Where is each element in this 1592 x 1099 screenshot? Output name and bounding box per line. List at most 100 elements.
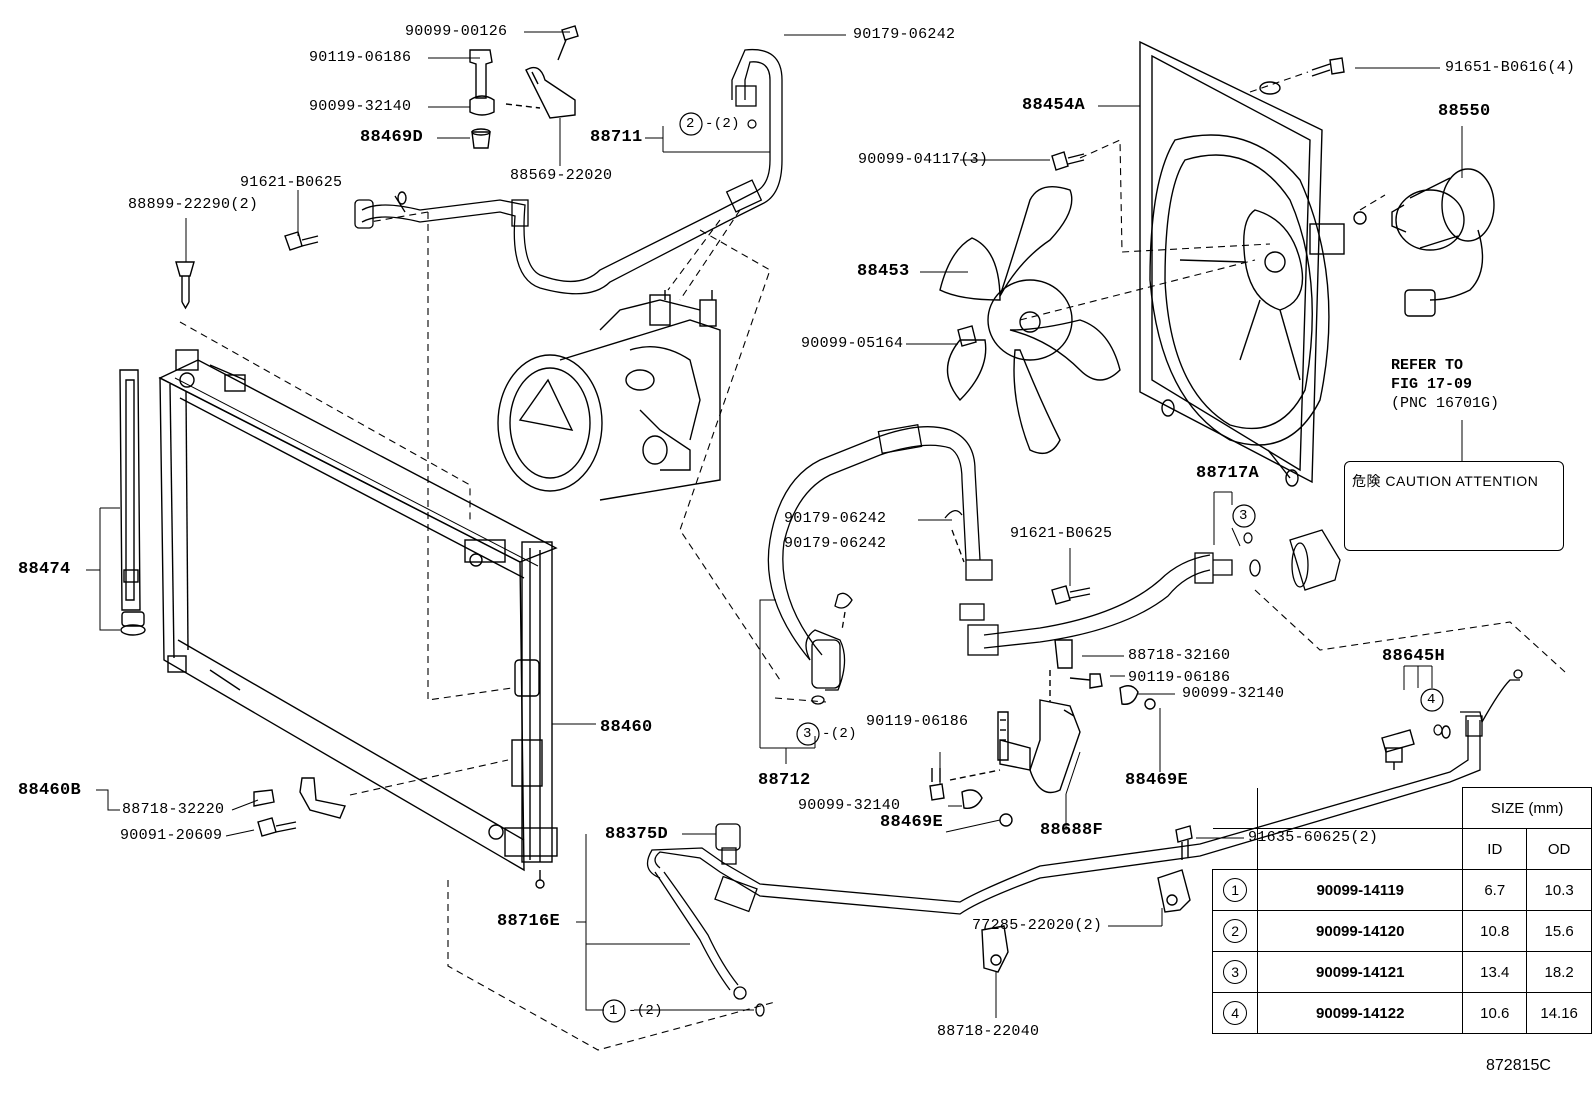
label-88718-32220: 88718-32220 bbox=[122, 801, 225, 818]
callout-circle-3b bbox=[796, 722, 820, 746]
table-row: 3 90099-14121 13.4 18.2 bbox=[1211, 951, 1592, 993]
diagram-code: 872815C bbox=[1486, 1057, 1551, 1074]
col-od-header: OD bbox=[1526, 828, 1592, 870]
table-row: 1 90099-14119 6.7 10.3 bbox=[1211, 869, 1592, 911]
side-seal-drawing bbox=[119, 369, 146, 636]
label-90099-32140-mid: 90099-32140 bbox=[1182, 685, 1285, 702]
label-88460: 88460 bbox=[600, 718, 653, 737]
label-90099-00126: 90099-00126 bbox=[405, 23, 508, 40]
shroud-bolts bbox=[1051, 57, 1345, 171]
label-90179-06242-a: 90179-06242 bbox=[784, 510, 887, 527]
label-88550: 88550 bbox=[1438, 102, 1491, 121]
row-od: 15.6 bbox=[1526, 910, 1592, 952]
fan-dashed-lines bbox=[1019, 71, 1386, 321]
callout-88645H: 4 bbox=[1427, 692, 1436, 708]
row-part-number: 90099-14121 bbox=[1257, 951, 1464, 993]
label-88645H: 88645H bbox=[1382, 647, 1446, 666]
label-88474: 88474 bbox=[18, 560, 71, 579]
label-88469E-b: 88469E bbox=[880, 813, 944, 832]
fan-motor-drawing bbox=[1391, 168, 1495, 317]
bracket-88460B bbox=[253, 777, 346, 837]
label-88718-22040: 88718-22040 bbox=[937, 1023, 1040, 1040]
label-88712: 88712 bbox=[758, 771, 811, 790]
label-88688F: 88688F bbox=[1040, 821, 1104, 840]
fan-blade-drawing bbox=[939, 186, 1121, 454]
label-88569-22020: 88569-22020 bbox=[510, 167, 613, 184]
pressure-switch-88645H bbox=[1381, 725, 1451, 770]
row-part-number: 90099-14122 bbox=[1257, 992, 1464, 1034]
refer-note-line1: REFER TO bbox=[1391, 357, 1464, 374]
label-90099-32140-top: 90099-32140 bbox=[309, 98, 412, 115]
row-id: 10.6 bbox=[1462, 992, 1528, 1034]
oring-size-table: SIZE (mm) ID OD 1 90099-14119 6.7 10.3 2… bbox=[1211, 787, 1592, 1034]
row-od: 10.3 bbox=[1526, 869, 1592, 911]
label-90119-06186-top: 90119-06186 bbox=[309, 49, 412, 66]
callout-circle-4 bbox=[1420, 688, 1444, 712]
table-header-row: SIZE (mm) bbox=[1212, 787, 1592, 829]
label-88716E: 88716E bbox=[497, 912, 561, 931]
callout-circle-2 bbox=[679, 112, 703, 136]
label-88718-32160: 88718-32160 bbox=[1128, 647, 1231, 664]
dashed-outline-condenser bbox=[179, 211, 776, 1051]
qty-88711: -(2) bbox=[705, 116, 740, 132]
label-90119-06186-mid: 90119-06186 bbox=[1128, 669, 1231, 686]
pipe-88717A bbox=[967, 529, 1341, 656]
caution-label-text: 危険 CAUTION ATTENTION bbox=[1352, 473, 1539, 489]
refer-note-line2: FIG 17-09 bbox=[1391, 376, 1473, 393]
bolt-88899 bbox=[175, 261, 195, 310]
label-88453: 88453 bbox=[857, 262, 910, 281]
callout-circle-3a bbox=[1232, 504, 1256, 528]
row-mark: 3 bbox=[1223, 960, 1248, 984]
label-88717A: 88717A bbox=[1196, 464, 1260, 483]
bracket-88688F bbox=[929, 639, 1156, 827]
row-mark: 2 bbox=[1223, 919, 1248, 943]
row-mark: 1 bbox=[1223, 878, 1248, 902]
refer-note: REFER TO FIG 17-09 (PNC 16701G) bbox=[1391, 356, 1499, 413]
label-88469D: 88469D bbox=[360, 128, 424, 147]
label-77285-22020: 77285-22020(2) bbox=[972, 917, 1103, 934]
compressor-drawing bbox=[497, 290, 721, 501]
refer-note-line3: (PNC 16701G) bbox=[1391, 395, 1500, 412]
table-row: 4 90099-14122 10.6 14.16 bbox=[1211, 992, 1592, 1034]
row-id: 13.4 bbox=[1462, 951, 1528, 993]
dashed-receiver-line bbox=[1254, 589, 1566, 673]
callout-88717A: 3 bbox=[1239, 508, 1248, 524]
label-90099-05164: 90099-05164 bbox=[801, 335, 904, 352]
label-90091-20609: 90091-20609 bbox=[120, 827, 223, 844]
compressor-dashed-frame bbox=[667, 209, 781, 681]
callout-circle-1 bbox=[602, 999, 626, 1023]
label-88899-22290: 88899-22290(2) bbox=[128, 196, 259, 213]
discharge-hose-88712 bbox=[767, 423, 993, 705]
clamps-lower bbox=[981, 825, 1193, 973]
label-90099-32140-low: 90099-32140 bbox=[798, 797, 901, 814]
callout-88711: 2 bbox=[686, 116, 695, 132]
label-88711: 88711 bbox=[590, 128, 643, 147]
fan-shroud-drawing bbox=[1139, 40, 1367, 487]
table-subheader-row: ID OD bbox=[1212, 828, 1592, 870]
suction-hose-88711 bbox=[354, 48, 783, 295]
callout-88712: 3 bbox=[803, 726, 812, 742]
label-88460B: 88460B bbox=[18, 781, 82, 800]
fastener-cluster-top bbox=[469, 25, 579, 149]
bracket-88569 bbox=[525, 66, 576, 166]
condenser-drawing bbox=[158, 349, 558, 889]
bolt-91621-top bbox=[284, 191, 407, 251]
label-90119-06186-low: 90119-06186 bbox=[866, 713, 969, 730]
label-91651-B0616: 91651-B0616(4) bbox=[1445, 59, 1576, 76]
label-90179-06242-top: 90179-06242 bbox=[853, 26, 956, 43]
qty-88716E: -(2) bbox=[628, 1003, 663, 1019]
label-90099-04117: 90099-04117(3) bbox=[858, 151, 989, 168]
dashed-88712 bbox=[774, 697, 827, 703]
label-90179-06242-b: 90179-06242 bbox=[784, 535, 887, 552]
row-part-number: 90099-14119 bbox=[1257, 869, 1464, 911]
label-88375D: 88375D bbox=[605, 825, 669, 844]
label-91621-B0625-mid: 91621-B0625 bbox=[1010, 525, 1113, 542]
callout-circles bbox=[602, 112, 1444, 1023]
row-id: 6.7 bbox=[1462, 869, 1528, 911]
row-part-number: 90099-14120 bbox=[1257, 910, 1464, 952]
col-id-header: ID bbox=[1462, 828, 1528, 870]
qty-88712: -(2) bbox=[822, 726, 857, 742]
label-88454A: 88454A bbox=[1022, 96, 1086, 115]
row-od: 18.2 bbox=[1526, 951, 1592, 993]
